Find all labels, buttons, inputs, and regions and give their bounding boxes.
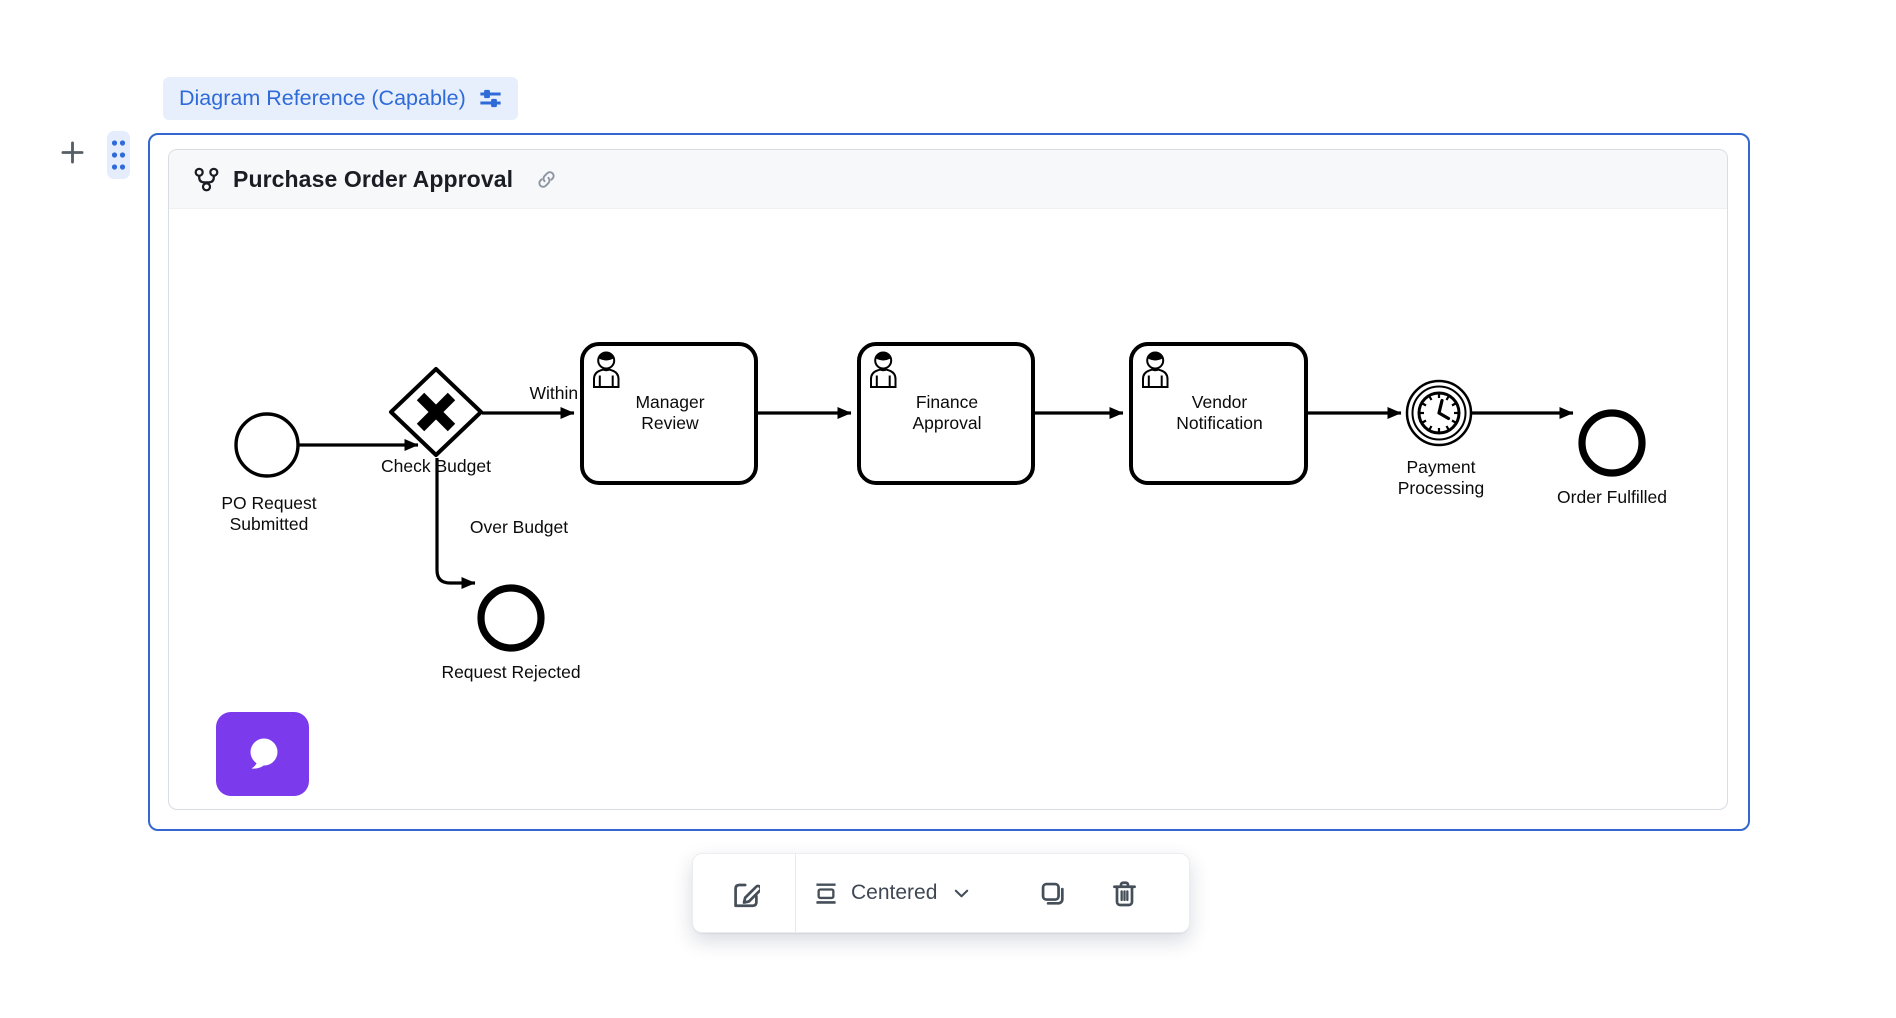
bpmn-label: Vendor xyxy=(1192,392,1248,412)
comment-button[interactable] xyxy=(216,712,309,796)
pencil-square-icon xyxy=(729,878,760,909)
user-icon xyxy=(1142,351,1169,388)
plus-icon xyxy=(57,137,88,168)
toolbar-divider xyxy=(795,854,796,932)
user-icon xyxy=(870,351,897,388)
alignment-dropdown[interactable]: Centered xyxy=(796,854,988,932)
bpmn-label: Order Fulfilled xyxy=(1557,487,1667,507)
chevron-down-icon xyxy=(951,883,972,904)
bpmn-label: Manager xyxy=(635,392,704,412)
drag-handle-dots-icon xyxy=(110,138,127,172)
bpmn-label: PO Request xyxy=(221,493,316,513)
bpmn-node-request-rejected: Request Rejected xyxy=(441,584,581,682)
copy-button[interactable] xyxy=(1028,869,1076,917)
bpmn-label: Check Budget xyxy=(381,456,491,476)
diagram-reference-label: Diagram Reference (Capable) xyxy=(179,86,466,110)
diagram-reference-chip[interactable]: Diagram Reference (Capable) xyxy=(163,77,518,120)
bpmn-label: Submitted xyxy=(230,514,309,534)
chat-bubble-icon xyxy=(241,733,285,775)
bpmn-node-order-fulfilled: Order Fulfilled xyxy=(1557,409,1667,507)
alignment-label: Centered xyxy=(851,881,938,904)
bpmn-node-check-budget: Check Budget xyxy=(381,367,491,476)
drag-handle[interactable] xyxy=(107,131,130,179)
trash-icon xyxy=(1109,878,1140,909)
diagram-card-header: Purchase Order Approval xyxy=(169,150,1727,209)
copy-icon xyxy=(1037,878,1068,909)
user-icon xyxy=(593,351,620,388)
edit-button[interactable] xyxy=(693,854,795,932)
diagram-embed-selection[interactable]: Purchase Order Approval Within BudgetOve… xyxy=(148,133,1750,831)
bpmn-label: Review xyxy=(641,413,699,433)
bpmn-label: Notification xyxy=(1176,413,1263,433)
align-centered-icon xyxy=(812,879,840,907)
add-block-button[interactable] xyxy=(54,134,90,170)
diagram-title: Purchase Order Approval xyxy=(233,165,514,192)
floating-toolbar: Centered xyxy=(692,853,1190,933)
bpmn-label: Finance xyxy=(916,392,978,412)
sliders-icon xyxy=(477,85,504,112)
bpmn-label: Request Rejected xyxy=(441,662,580,682)
bpmn-label: Payment xyxy=(1406,457,1475,477)
bpmn-label: Approval xyxy=(912,413,981,433)
bpmn-label: Over Budget xyxy=(470,517,568,537)
diagram-card[interactable]: Purchase Order Approval Within BudgetOve… xyxy=(168,149,1728,810)
delete-button[interactable] xyxy=(1100,869,1148,917)
bpmn-label: Processing xyxy=(1398,478,1485,498)
link-icon[interactable] xyxy=(535,168,558,191)
bpmn-edge-over-budget: Over Budget xyxy=(435,458,568,589)
workflow-branch-icon xyxy=(193,166,220,193)
